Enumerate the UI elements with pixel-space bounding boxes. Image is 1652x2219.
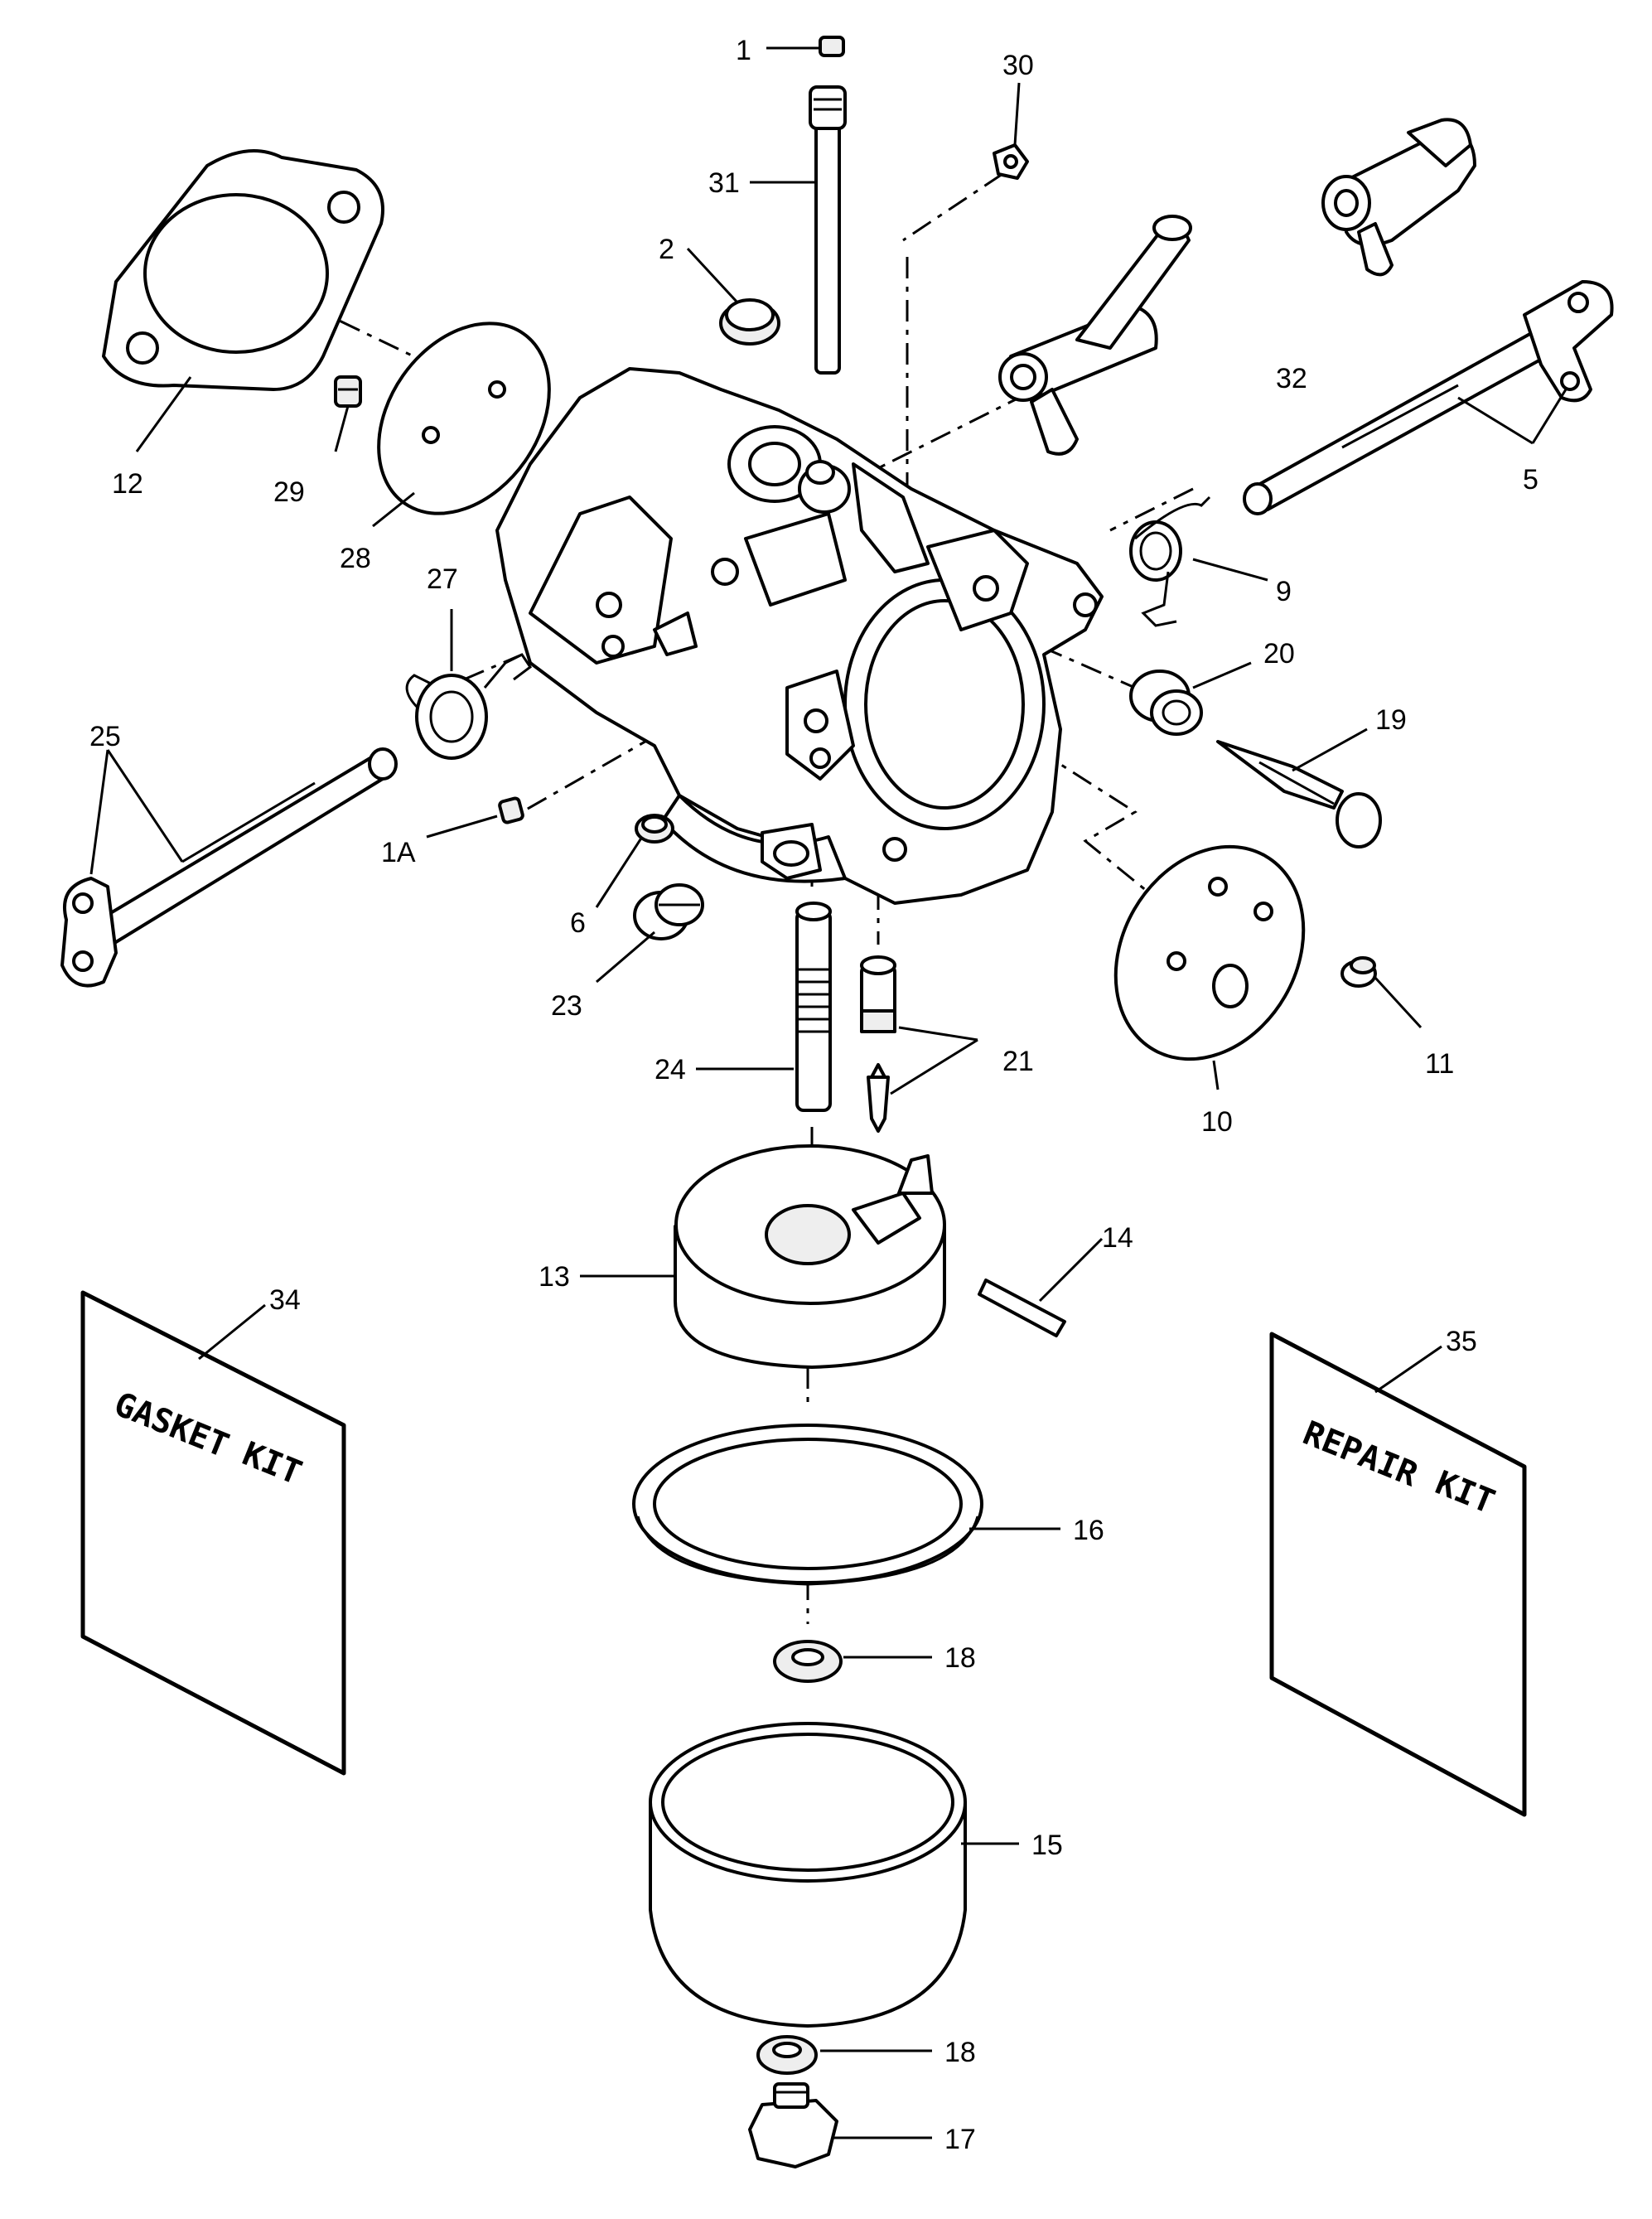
callout-13: 13 [539, 1261, 570, 1293]
plug-screw-23 [633, 883, 704, 940]
callout-5: 5 [1523, 464, 1538, 496]
callout-10: 10 [1201, 1106, 1233, 1138]
plug-30 [993, 143, 1029, 180]
callout-12: 12 [112, 468, 143, 500]
bowl-gasket-16 [632, 1424, 983, 1586]
callout-16: 16 [1073, 1515, 1104, 1546]
callout-11: 11 [1425, 1048, 1454, 1080]
repair-kit-envelope-35: REPAIR KIT [1269, 1332, 1527, 1817]
throttle-shaft-5 [1243, 280, 1614, 515]
set-screw-1a [498, 796, 524, 824]
choke-plate-10 [1113, 844, 1306, 1061]
callout-2: 2 [659, 234, 674, 265]
screw-11 [1340, 956, 1377, 988]
needle-seat-21 [860, 955, 896, 1133]
bushing-2 [719, 298, 780, 346]
callout-1a: 1A [381, 837, 416, 868]
spring-9 [1129, 496, 1211, 627]
washer-18-lower [756, 2035, 818, 2075]
callout-28: 28 [340, 543, 371, 574]
spring-20 [1129, 670, 1203, 736]
callout-numbers: 1 30 31 2 12 29 28 27 32 5 9 20 19 25 1A… [89, 35, 1538, 2155]
callout-17: 17 [944, 2124, 976, 2155]
callout-18-upper: 18 [944, 1642, 976, 1674]
main-jet-24 [795, 902, 832, 1112]
callout-32: 32 [1276, 363, 1307, 394]
screw-6 [635, 814, 674, 844]
long-pin-31 [809, 85, 847, 375]
callout-1: 1 [736, 35, 751, 66]
float-13 [674, 1144, 946, 1369]
choke-shaft-25 [60, 747, 398, 988]
callout-6: 6 [570, 907, 586, 939]
callout-34: 34 [269, 1284, 301, 1316]
leader-lines [89, 46, 1567, 2139]
callout-18-lower: 18 [944, 2037, 976, 2068]
callout-29: 29 [273, 476, 305, 508]
callout-27: 27 [427, 563, 458, 595]
nut-1 [819, 36, 845, 57]
throttle-plate-28 [377, 321, 551, 515]
washer-18-upper [773, 1640, 843, 1683]
callout-19: 19 [1375, 704, 1407, 736]
float-bowl-15 [649, 1722, 967, 2028]
callout-20: 20 [1263, 638, 1295, 670]
callout-25: 25 [89, 721, 121, 752]
fuel-fitting-32 [998, 118, 1476, 456]
flange-gasket-12 [102, 149, 384, 391]
carburetor-body [495, 367, 1104, 905]
callout-35: 35 [1446, 1326, 1477, 1357]
callout-24: 24 [655, 1054, 686, 1085]
spring-27 [405, 653, 533, 760]
bowl-nut-17 [748, 2082, 838, 2168]
screw-29 [334, 375, 362, 408]
callout-21: 21 [1002, 1046, 1034, 1077]
callout-14: 14 [1102, 1222, 1133, 1254]
gasket-kit-envelope-34: GASKET KIT [80, 1290, 346, 1776]
hinge-pin-14 [978, 1279, 1066, 1337]
callout-30: 30 [1002, 50, 1034, 81]
callout-31: 31 [708, 167, 740, 199]
callout-15: 15 [1031, 1830, 1063, 1861]
mixture-screw-19 [1216, 740, 1382, 848]
callout-23: 23 [551, 990, 582, 1022]
callout-9: 9 [1276, 576, 1292, 607]
